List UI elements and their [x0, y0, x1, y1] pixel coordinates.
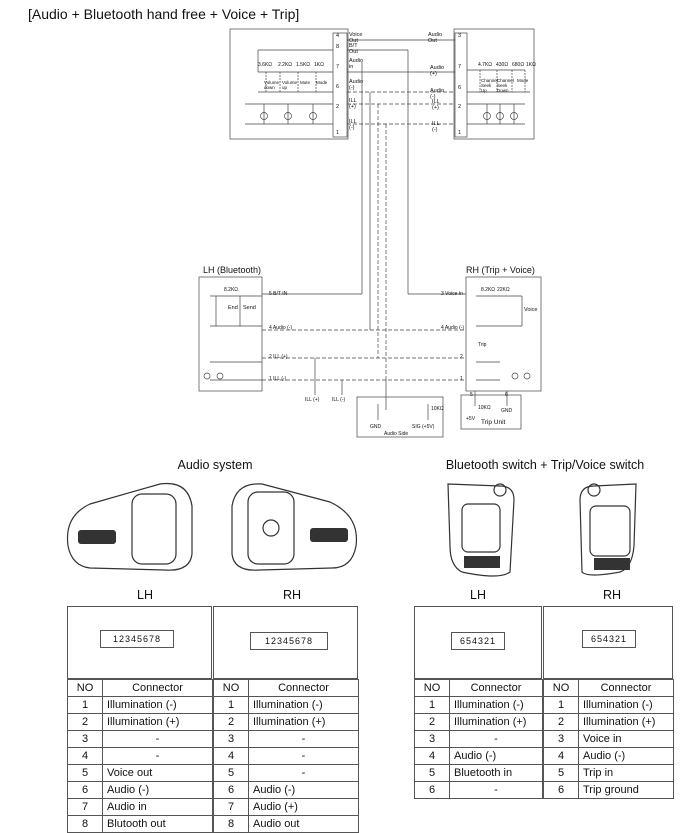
table-row: 4- [67, 747, 213, 765]
left-audio-switch-box [229, 28, 349, 140]
rh-trip-voice-box [465, 276, 542, 392]
lh-bt-switch-shape [447, 483, 515, 577]
audio-rh-connector-image: 12345678 [213, 606, 358, 679]
lh-bluetooth-box [198, 276, 263, 392]
bt-switch-title: Bluetooth switch + Trip/Voice switch [445, 458, 645, 472]
audio-side-resistor: 10KΩ [431, 406, 444, 412]
lh-pin-bt-in: 5 B/T IN [269, 291, 288, 297]
audio-rh-label: RH [282, 588, 302, 602]
rh-voice-switch-label: Voice [524, 307, 538, 313]
trip-supply: +5V [466, 416, 476, 422]
rh-trip-voice-title: RH (Trip + Voice) [466, 265, 535, 275]
bt-lh-connector-image: 654321 [414, 606, 542, 679]
lh-send-end-button [461, 503, 501, 553]
wiring-schematic [198, 28, 542, 438]
lh-bluetooth-title: LH (Bluetooth) [203, 265, 262, 275]
rh-pin-audio-minus: 4 Audio (-) [441, 325, 465, 331]
table-row: 5- [213, 764, 359, 782]
trip-unit-box [460, 394, 522, 430]
right-lamps [467, 103, 525, 125]
table-row: 3- [414, 730, 543, 748]
lh-mute-button [131, 493, 177, 565]
lh-end-switch-label: End [228, 305, 238, 311]
rh-pin-1: 1 [460, 376, 463, 382]
lh-resistor-value: 8.2KΩ [224, 287, 239, 293]
left-lamps [245, 103, 333, 125]
rh-resistor-1: 8.2KΩ [481, 287, 496, 293]
right-resistor-ladder [467, 69, 530, 93]
table-row: 6- [414, 781, 543, 799]
audio-side-label: Audio Side [384, 431, 409, 437]
left-connector-strip [332, 32, 348, 138]
rh-resistor-2: 22KΩ [497, 287, 510, 293]
rh-seek-wheel [310, 528, 348, 542]
table-row: 4- [213, 747, 359, 765]
bt-lh-label: LH [470, 588, 486, 602]
trip-resistor: 10KΩ [478, 405, 491, 411]
rh-trip-voice-shape [579, 483, 637, 576]
rh-pin-2: 2 [460, 354, 463, 360]
trip-unit-label: Trip Unit [481, 419, 506, 426]
bt-rh-label: RH [602, 588, 622, 602]
ill-plus-label: ILL (+) [305, 397, 320, 403]
lh-send-switch-label: Send [243, 305, 256, 311]
audio-side-sig: SIG (+5V) [412, 424, 435, 430]
trip-gnd: GND [501, 408, 513, 414]
rh-pin-voice-in: 3 Voice In [441, 291, 463, 297]
audio-switch-illustration [66, 482, 358, 571]
trip-pin-5: 5 [470, 392, 473, 398]
bt-switch-illustration [447, 483, 637, 577]
audio-lh-label: LH [137, 588, 153, 602]
page-title: [Audio + Bluetooth hand free + Voice + T… [28, 6, 300, 22]
lh-audio-switch-shape [66, 482, 193, 571]
rh-audio-switch-shape [231, 483, 358, 571]
audio-side-gnd: GND [370, 424, 382, 430]
right-connector-strip [454, 32, 468, 138]
rh-trip-voice-button [589, 505, 631, 557]
audio-side-box [356, 396, 444, 438]
audio-system-title: Audio system [177, 458, 253, 472]
ill-minus-label: ILL (-) [332, 397, 346, 403]
lh-pin-ill-minus: 1 ILL (-) [269, 376, 287, 382]
bt-rh-connector-image: 654321 [543, 606, 673, 679]
left-resistor-ladder [257, 49, 333, 93]
audio-lh-connector-image: 12345678 [67, 606, 212, 679]
signal-wires [262, 39, 466, 410]
rh-trip-switch-label: Trip [478, 342, 487, 348]
right-audio-switch-box [453, 28, 535, 140]
lh-pin-audio-minus: 4 Audio (-) [269, 325, 293, 331]
rh-mode-button [247, 491, 295, 565]
table-row: 3- [67, 730, 213, 748]
table-row: 3- [213, 730, 359, 748]
lh-volume-wheel [78, 530, 116, 544]
trip-pin-6: 6 [505, 392, 508, 398]
lh-pin-ill-plus: 2 ILL (+) [269, 354, 288, 360]
